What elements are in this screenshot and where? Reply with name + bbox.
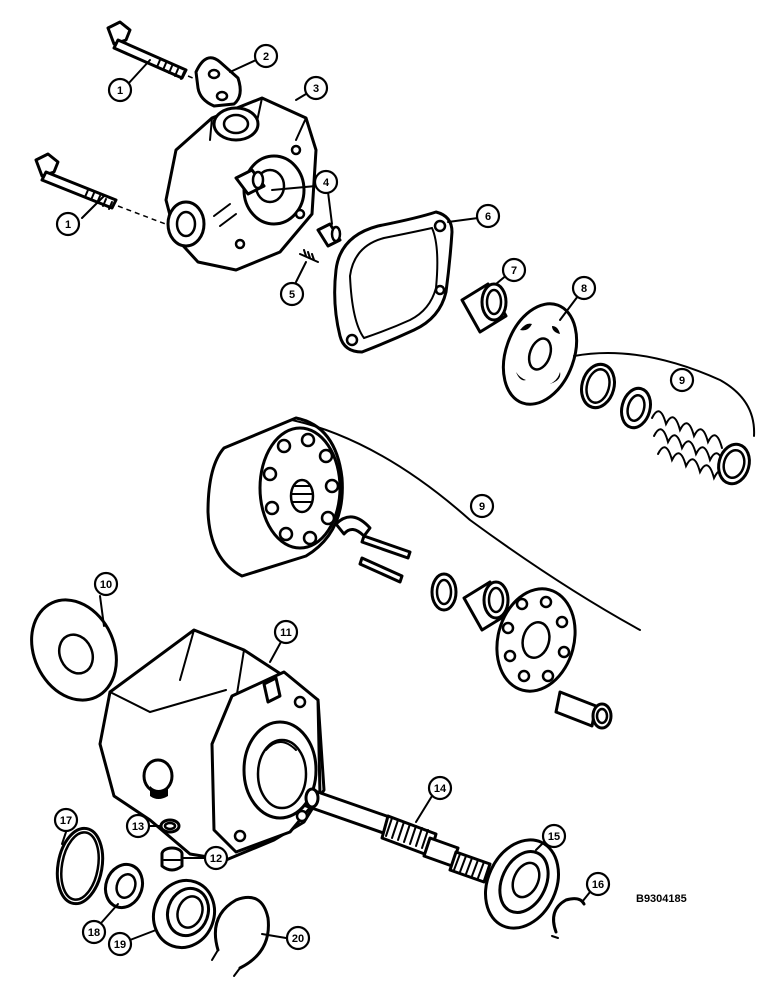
callout-number: 12 — [210, 853, 222, 865]
callout-13: 13 — [125, 813, 151, 839]
callout-number: 13 — [132, 821, 144, 833]
dowel-pins — [234, 168, 342, 248]
callout-9-upper: 9 — [669, 367, 695, 393]
shaft-bearing — [484, 838, 560, 930]
figure-reference-code: B9304185 — [636, 893, 687, 905]
callout-2: 2 — [253, 43, 279, 69]
callout-number: 9 — [479, 501, 485, 513]
callout-number: 1 — [65, 219, 71, 231]
callout-4: 4 — [313, 169, 339, 195]
spring-guide-tube — [554, 690, 613, 730]
bolt-lower — [34, 152, 177, 229]
plug — [160, 846, 184, 872]
seal-retainer — [152, 878, 216, 950]
callout-number: 20 — [292, 933, 304, 945]
callout-18: 18 — [81, 919, 107, 945]
callout-number: 15 — [548, 831, 560, 843]
callout-number: 19 — [114, 939, 126, 951]
callout-8: 8 — [571, 275, 597, 301]
cylinder-block — [206, 416, 641, 631]
callout-15: 15 — [541, 823, 567, 849]
callout-5: 5 — [279, 281, 305, 307]
callout-6: 6 — [475, 203, 501, 229]
callout-number: 2 — [263, 51, 269, 63]
callout-17: 17 — [53, 807, 79, 833]
callout-number: 4 — [323, 177, 330, 189]
plug-o-ring — [159, 818, 181, 834]
leader-lines — [61, 59, 591, 941]
piston-components — [334, 515, 613, 730]
roll-pin — [299, 249, 319, 263]
callout-1-upper: 1 — [107, 77, 133, 103]
thrust-washer — [30, 598, 118, 702]
spring-assembly — [573, 352, 756, 486]
callout-7: 7 — [501, 257, 527, 283]
callout-12: 12 — [203, 845, 229, 871]
large-o-ring — [55, 826, 105, 906]
callout-number: 16 — [592, 879, 604, 891]
callout-14: 14 — [427, 775, 453, 801]
shaft-seal — [103, 862, 145, 910]
callout-number: 3 — [313, 83, 319, 95]
flange-gasket — [194, 56, 242, 108]
callout-number: 5 — [289, 289, 295, 301]
drive-shaft — [304, 787, 492, 884]
callout-11: 11 — [273, 619, 299, 645]
callout-number: 7 — [511, 265, 517, 277]
callout-number: 6 — [485, 211, 491, 223]
callout-number: 14 — [434, 783, 447, 795]
pump-housing — [98, 628, 326, 862]
end-cover — [164, 96, 318, 272]
callout-number: 1 — [117, 85, 123, 97]
callout-16: 16 — [585, 871, 611, 897]
callout-1-lower: 1 — [55, 211, 81, 237]
retaining-ring — [211, 895, 270, 977]
callout-number: 10 — [100, 579, 112, 591]
callout-20: 20 — [285, 925, 311, 951]
housing-gasket — [333, 210, 454, 354]
callout-10: 10 — [93, 571, 119, 597]
callout-9-lower: 9 — [469, 493, 495, 519]
port-plate — [501, 302, 579, 406]
callout-number: 17 — [60, 815, 72, 827]
retainer-plate — [495, 587, 577, 693]
callout-3: 3 — [303, 75, 329, 101]
callout-19: 19 — [107, 931, 133, 957]
bushing — [460, 282, 508, 334]
callout-number: 11 — [280, 627, 292, 639]
callout-number: 9 — [679, 375, 685, 387]
snap-ring — [551, 897, 586, 939]
callout-number: 18 — [88, 927, 100, 939]
callout-number: 8 — [581, 283, 587, 295]
coil-spring — [651, 410, 727, 483]
